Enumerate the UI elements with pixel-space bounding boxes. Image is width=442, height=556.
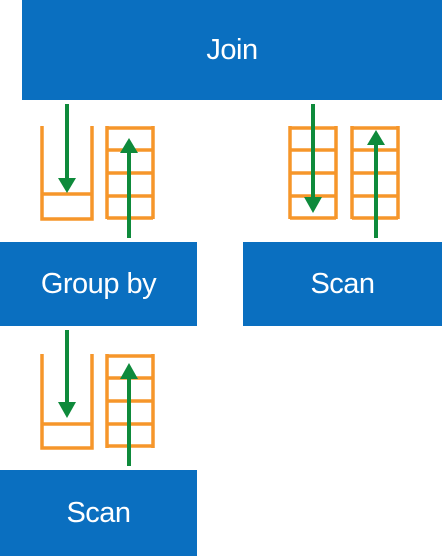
connector-groupby-scan [40, 330, 155, 466]
scan-right-node: Scan [243, 242, 442, 326]
group-by-label: Group by [40, 267, 157, 300]
connector-join-scan-right [288, 104, 400, 238]
join-node: Join [22, 0, 442, 100]
arrow-up-icon [367, 130, 385, 238]
scan-right-label: Scan [310, 267, 375, 300]
scan-bottom-node: Scan [0, 470, 197, 556]
queue-icon [40, 354, 94, 450]
queue-icon [40, 126, 94, 221]
arrow-up-icon [120, 138, 138, 238]
arrow-up-icon [120, 363, 138, 466]
arrow-down-icon [58, 104, 76, 193]
connector-join-groupby [40, 104, 155, 238]
arrow-down-icon [304, 104, 322, 213]
join-label: Join [206, 33, 258, 66]
group-by-node: Group by [0, 242, 197, 326]
arrow-down-icon [58, 330, 76, 418]
scan-bottom-label: Scan [66, 496, 131, 529]
